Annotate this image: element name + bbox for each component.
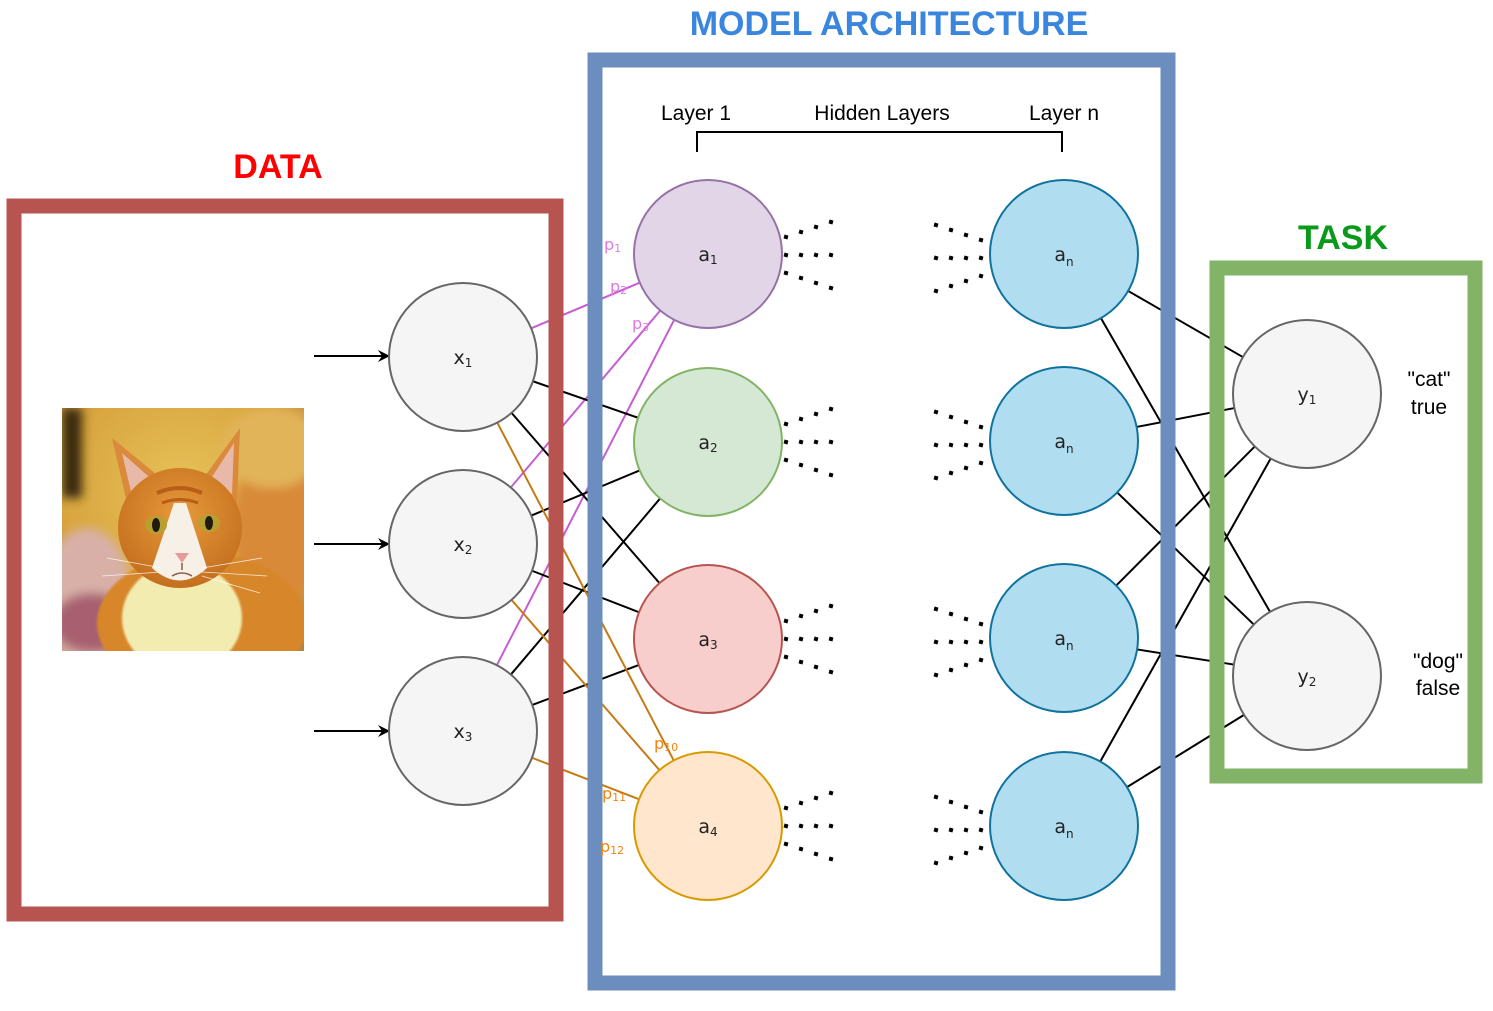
edge-an2-y2 <box>1116 491 1255 626</box>
param-label-p10: p10 <box>654 734 678 754</box>
input-node-x3-label: x3 <box>454 721 473 744</box>
layern-node-1-label: an <box>1054 244 1073 269</box>
output-1-value: true <box>1411 396 1447 419</box>
layer1-node-a2-circle <box>633 367 783 517</box>
hidden-layer-ellipsis-dots <box>783 219 984 866</box>
layern-node-3-circle <box>989 563 1139 713</box>
layer1-node-a1-label: a1 <box>698 244 717 267</box>
dots-right-of-a4 <box>783 790 834 862</box>
hidden-layers-label: Hidden Layers <box>814 102 949 125</box>
param-label-p11: p11 <box>602 784 626 804</box>
edge-x3-a2 <box>510 497 661 676</box>
layer-1-label: Layer 1 <box>661 102 731 125</box>
neuron-nodes: x1 x2 x3 a1 a2 a3 a4 an an an an y1 y2 <box>388 179 1382 901</box>
layern-node-1: an <box>989 179 1139 329</box>
input-node-x2-label: x2 <box>454 534 473 557</box>
output-node-y2: y2 <box>1232 601 1382 751</box>
edge-an3-y1 <box>1115 445 1256 587</box>
layern-node-3: an <box>989 563 1139 713</box>
edge-an4-y1 <box>1099 458 1272 762</box>
hidden-layers-bracket <box>696 131 1063 152</box>
layer1-node-a2: a2 <box>633 367 783 517</box>
layer1-node-a3-circle <box>633 564 783 714</box>
connection-lines <box>495 281 1272 801</box>
dots-right-of-a2 <box>783 406 834 478</box>
layer1-node-a4-label: a4 <box>698 816 717 839</box>
task-section-box <box>1209 260 1483 784</box>
layern-node-4-label: an <box>1054 816 1073 841</box>
layern-node-4-circle <box>989 751 1139 901</box>
edge-x1-a3 <box>510 412 661 584</box>
dots-left-of-an-2 <box>933 409 984 481</box>
dots-right-of-a1 <box>783 219 834 291</box>
param-label-p2: p2 <box>610 277 627 297</box>
data-title: DATA <box>233 148 322 186</box>
layern-node-3-label: an <box>1054 628 1073 653</box>
layer1-node-a3-label: a3 <box>698 629 717 652</box>
input-node-x3-circle <box>388 656 538 806</box>
cat-photo <box>62 408 304 651</box>
input-node-x2-circle <box>388 469 538 619</box>
output-2-value: false <box>1416 677 1460 700</box>
output-node-y2-label: y2 <box>1298 666 1317 689</box>
edge-an1-y1 <box>1127 290 1244 358</box>
layern-node-2-label: an <box>1054 431 1073 456</box>
layern-node-4: an <box>989 751 1139 901</box>
param-label-p12: p12 <box>600 837 624 857</box>
param-label-p3: p3 <box>632 314 649 334</box>
layern-node-1-circle <box>989 179 1139 329</box>
layer1-node-a2-label: a2 <box>698 432 717 455</box>
param-label-p1: p1 <box>604 235 621 255</box>
dots-left-of-an-4 <box>933 794 984 866</box>
edge-an1-y2 <box>1100 317 1271 613</box>
dots-left-of-an-1 <box>933 222 984 294</box>
input-node-x1-circle <box>388 282 538 432</box>
model-architecture-title: MODEL ARCHITECTURE <box>690 5 1089 43</box>
layer-n-label: Layer n <box>1029 102 1099 125</box>
layer1-node-a3: a3 <box>633 564 783 714</box>
layer1-node-a4-circle <box>633 751 783 901</box>
input-node-x2: x2 <box>388 469 538 619</box>
output-2-class-label: "dog" <box>1413 650 1463 673</box>
model-section-box <box>587 52 1176 991</box>
input-node-x3: x3 <box>388 656 538 806</box>
output-node-y1-circle <box>1232 319 1382 469</box>
layern-node-2-circle <box>989 366 1139 516</box>
layern-node-2: an <box>989 366 1139 516</box>
dots-left-of-an-3 <box>933 606 984 678</box>
edge-x2-a2 <box>530 469 641 517</box>
input-node-x1-label: x1 <box>454 347 473 370</box>
edge-x1-a4 <box>496 422 675 761</box>
data-section-box <box>6 198 564 922</box>
input-node-x1: x1 <box>388 282 538 432</box>
output-node-y1-label: y1 <box>1298 384 1317 407</box>
output-1-class-label: "cat" <box>1408 368 1451 391</box>
layer1-node-a1-circle <box>633 179 783 329</box>
dots-right-of-a3 <box>783 603 834 675</box>
edge-x2-a4 <box>510 599 661 771</box>
layer1-node-a1: a1 <box>633 179 783 329</box>
layer1-node-a4: a4 <box>633 751 783 901</box>
output-node-y2-circle <box>1232 601 1382 751</box>
edge-an4-y2 <box>1126 714 1245 788</box>
output-node-y1: y1 <box>1232 319 1382 469</box>
task-title: TASK <box>1298 219 1388 257</box>
